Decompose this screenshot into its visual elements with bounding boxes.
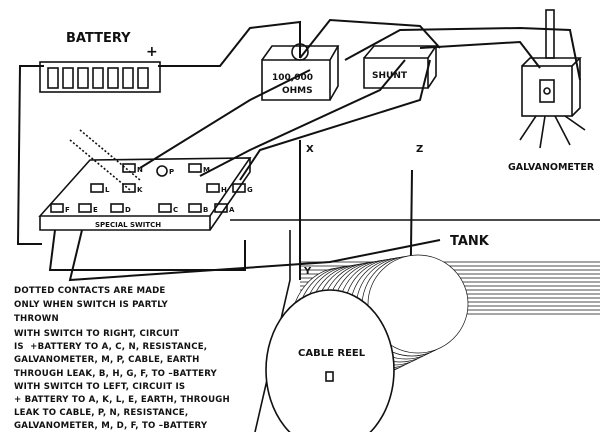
note-line: WITH SWITCH TO LEFT, CIRCUIT IS xyxy=(14,381,186,392)
contact-A xyxy=(214,203,228,213)
contact-label-G: G xyxy=(247,186,253,194)
contact-label-P: P xyxy=(169,168,174,176)
cable-reel: CABLE REEL xyxy=(265,254,469,432)
galvanometer: GALVANOMETER xyxy=(508,9,595,173)
contact-K xyxy=(122,183,136,193)
note-line: ONLY WHEN SWITCH IS PARTLY xyxy=(14,300,168,311)
resistance-value-label: 100,000 xyxy=(272,73,313,83)
note-line: GALVANOMETER, M, P, CABLE, EARTH xyxy=(14,355,200,366)
battery-cell xyxy=(62,67,74,89)
note-line: THROWN xyxy=(14,314,59,325)
contact-label-L: L xyxy=(105,186,110,194)
contact-B xyxy=(188,203,202,213)
contact-G xyxy=(232,183,246,193)
contact-H xyxy=(206,183,220,193)
battery-cell xyxy=(92,67,104,89)
contact-label-B: B xyxy=(203,206,208,214)
tank-label: TANK xyxy=(450,234,490,249)
contact-label-N: N xyxy=(137,166,143,174)
contact-label-C: C xyxy=(173,206,178,214)
galvanometer-label: GALVANOMETER xyxy=(508,162,595,173)
contact-label-E: E xyxy=(93,206,98,214)
note-line: GALVANOMETER, M, D, F, TO –BATTERY xyxy=(14,421,208,432)
battery-cell xyxy=(107,67,119,89)
resistance-box: 100,000 OHMS xyxy=(261,43,340,101)
contact-E xyxy=(78,203,92,213)
note-line: WITH SWITCH TO RIGHT, CIRCUIT xyxy=(14,329,180,339)
note-line: + BATTERY TO A, K, L, E, EARTH, THROUGH xyxy=(14,395,230,406)
battery-cell xyxy=(77,67,89,89)
dotted-contacts-note: DOTTED CONTACTS ARE MADE ONLY WHEN SWITCH… xyxy=(14,284,168,327)
shunt-box: SHUNT xyxy=(363,45,438,89)
battery: BATTERY + xyxy=(39,31,161,93)
battery-cell xyxy=(122,67,134,89)
note-line: DOTTED CONTACTS ARE MADE xyxy=(14,286,166,296)
battery-cell xyxy=(137,67,149,89)
terminal-y-label: Y xyxy=(303,266,312,277)
contact-M xyxy=(188,163,202,173)
circuit-description: WITH SWITCH TO RIGHT, CIRCUIT IS +BATTERY… xyxy=(14,328,230,434)
battery-label: BATTERY xyxy=(66,31,131,46)
contact-label-H: H xyxy=(221,186,227,194)
contact-L xyxy=(90,183,104,193)
terminal-x-label: X xyxy=(306,144,314,155)
special-switch: N P M L K H G F E D C B A SPECIAL SWITCH xyxy=(38,129,253,231)
special-switch-label: SPECIAL SWITCH xyxy=(95,221,161,229)
cable-reel-label: CABLE REEL xyxy=(298,348,366,359)
note-line: IS +BATTERY TO A, C, N, RESISTANCE, xyxy=(14,342,208,353)
contact-C xyxy=(158,203,172,213)
terminal-z-label: Z xyxy=(416,144,423,155)
cable-coil xyxy=(367,254,469,354)
contact-label-F: F xyxy=(65,206,70,214)
contact-label-M: M xyxy=(203,166,210,174)
contact-N xyxy=(122,163,136,173)
contact-label-D: D xyxy=(125,206,131,214)
note-line: THROUGH LEAK, B, H, G, F, TO –BATTERY xyxy=(14,368,217,379)
battery-cell xyxy=(47,67,59,89)
shunt-label: SHUNT xyxy=(372,71,408,81)
contact-P xyxy=(156,165,168,177)
contact-F xyxy=(50,203,64,213)
contact-D xyxy=(110,203,124,213)
battery-plus-label: + xyxy=(146,44,158,60)
resistance-unit-label: OHMS xyxy=(282,86,313,96)
contact-label-A: A xyxy=(229,206,235,214)
contact-label-K: K xyxy=(137,186,143,194)
note-line: LEAK TO CABLE, P, N, RESISTANCE, xyxy=(14,408,189,419)
